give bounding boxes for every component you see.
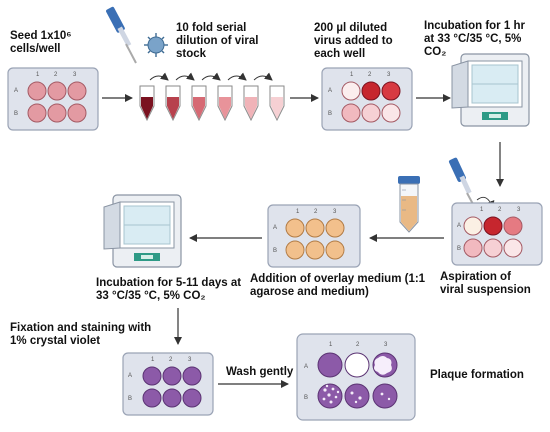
- svg-text:B: B: [457, 246, 461, 252]
- svg-text:2: 2: [498, 207, 502, 213]
- svg-text:A: A: [128, 373, 132, 379]
- seed-plate: 1 2 3 A B: [7, 67, 99, 131]
- aspiration-plate: 1 2 3 A B: [451, 202, 543, 266]
- tube-icon: [243, 85, 259, 122]
- label-wash: Wash gently: [226, 366, 294, 378]
- svg-text:B: B: [304, 395, 308, 401]
- svg-text:B: B: [128, 396, 132, 402]
- tube-icon: [139, 85, 155, 122]
- svg-text:2: 2: [314, 209, 318, 215]
- svg-text:1: 1: [36, 72, 40, 78]
- stained-plate: 1 2 3 A B: [122, 352, 214, 416]
- svg-text:1: 1: [480, 207, 484, 213]
- svg-text:1: 1: [151, 357, 155, 363]
- dilution-tubes: [139, 72, 285, 122]
- svg-text:2: 2: [54, 72, 58, 78]
- svg-text:2: 2: [356, 342, 360, 348]
- svg-text:1: 1: [296, 209, 300, 215]
- pipette-icon: [106, 6, 137, 64]
- svg-text:3: 3: [73, 72, 77, 78]
- svg-text:3: 3: [384, 342, 388, 348]
- svg-text:2: 2: [368, 72, 372, 78]
- label-incubation-days: Incubation for 5-11 days at 33 °C/35 °C,…: [96, 277, 242, 302]
- label-plaque: Plaque formation: [430, 369, 524, 381]
- svg-text:A: A: [273, 225, 277, 231]
- plaque-plate: 1 2 3 A B: [296, 333, 416, 421]
- svg-text:A: A: [304, 364, 308, 370]
- label-aspiration: Aspiration of viral suspension: [440, 271, 531, 296]
- svg-text:A: A: [457, 223, 461, 229]
- label-fixation: Fixation and staining with 1% crystal vi…: [10, 322, 152, 347]
- pipette-icon: [448, 157, 475, 207]
- svg-text:1: 1: [329, 342, 333, 348]
- svg-text:2: 2: [169, 357, 173, 363]
- incubator-icon: [451, 53, 530, 127]
- svg-text:A: A: [14, 88, 18, 94]
- tube-icon: [165, 85, 181, 122]
- svg-text:A: A: [328, 88, 332, 94]
- svg-text:3: 3: [387, 72, 391, 78]
- tube-icon: [217, 85, 233, 122]
- svg-text:3: 3: [517, 207, 521, 213]
- virus-plate: 1 2 3 A B: [321, 67, 413, 131]
- falcon-tube-icon: [398, 176, 420, 233]
- label-incubation-1hr: Incubation for 1 hr at 33 °C/35 °C, 5% C…: [424, 20, 525, 58]
- label-add-virus: 200 µl diluted virus added to each well: [314, 22, 393, 60]
- svg-text:1: 1: [350, 72, 354, 78]
- svg-text:B: B: [273, 248, 277, 254]
- label-seed: Seed 1x10⁶ cells/well: [10, 30, 72, 55]
- overlay-plate: 1 2 3 A B: [267, 204, 361, 268]
- tube-icon: [269, 85, 285, 122]
- incubator-icon: [103, 194, 182, 268]
- label-overlay: Addition of overlay medium (1:1 agarose …: [250, 273, 426, 298]
- tube-icon: [191, 85, 207, 122]
- svg-text:B: B: [328, 111, 332, 117]
- svg-text:3: 3: [333, 209, 337, 215]
- svg-text:B: B: [14, 111, 18, 117]
- label-dilution: 10 fold serial dilution of viral stock: [176, 22, 259, 60]
- svg-text:3: 3: [188, 357, 192, 363]
- virus-icon: [144, 33, 168, 57]
